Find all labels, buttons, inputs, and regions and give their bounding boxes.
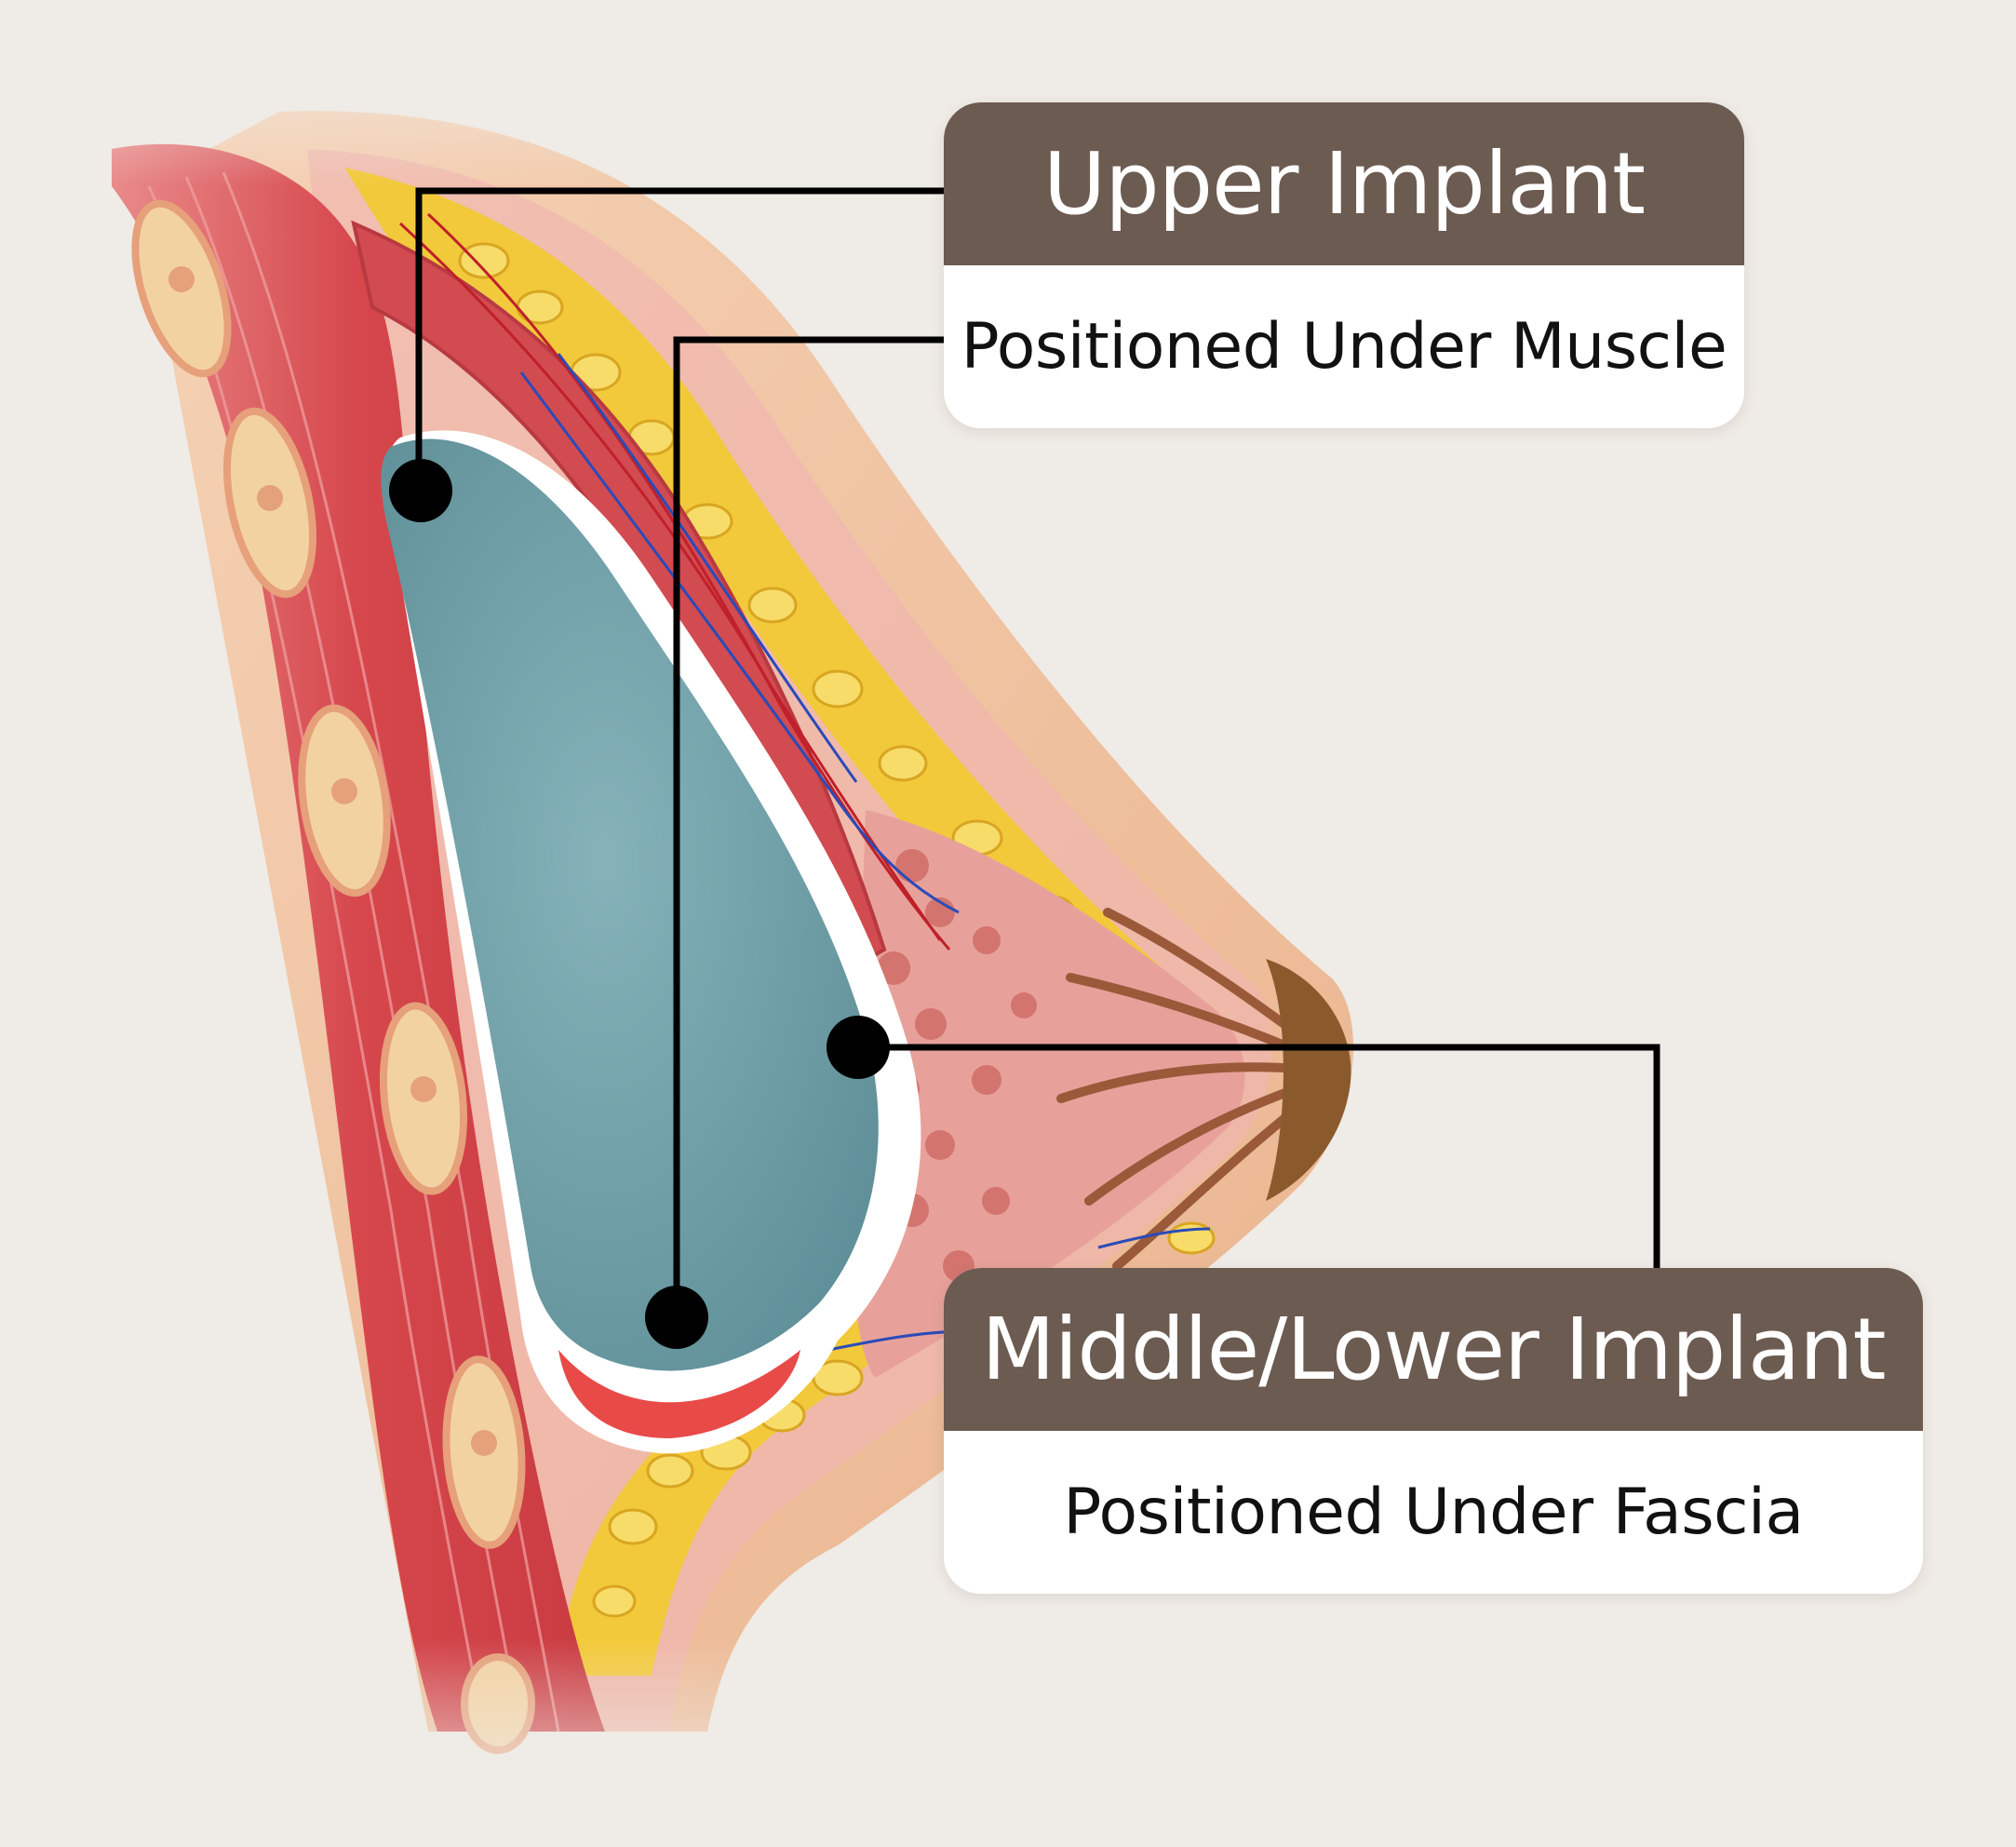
nipple (1266, 959, 1351, 1201)
upper-implant-subtitle: Positioned Under Muscle (944, 265, 1744, 428)
rib-marrow-dots (168, 266, 497, 1456)
blood-vessels (398, 212, 1211, 1352)
mammary-gland (853, 810, 1245, 1378)
breast-implant (381, 438, 879, 1371)
upper-implant-leader (415, 187, 944, 489)
upper-implant-callout: Upper Implant Positioned Under Muscle (944, 102, 1744, 428)
lower-implant-dot (827, 1016, 890, 1079)
leader-dots (389, 459, 890, 1349)
lower-implant-title: Middle/Lower Implant (944, 1268, 1923, 1431)
under-muscle-dot (645, 1286, 708, 1349)
upper-implant-dot (389, 459, 452, 522)
upper-implant-title: Upper Implant (944, 102, 1744, 265)
under-muscle-leader (673, 336, 944, 1317)
lower-implant-subtitle: Positioned Under Fascia (944, 1431, 1923, 1594)
lower-implant-callout: Middle/Lower Implant Positioned Under Fa… (944, 1268, 1923, 1594)
chest-wall-muscle (112, 143, 605, 1732)
leader-lines (415, 187, 1660, 1317)
inframammary-crescent (558, 1350, 800, 1438)
lower-implant-leader (858, 1044, 1660, 1268)
